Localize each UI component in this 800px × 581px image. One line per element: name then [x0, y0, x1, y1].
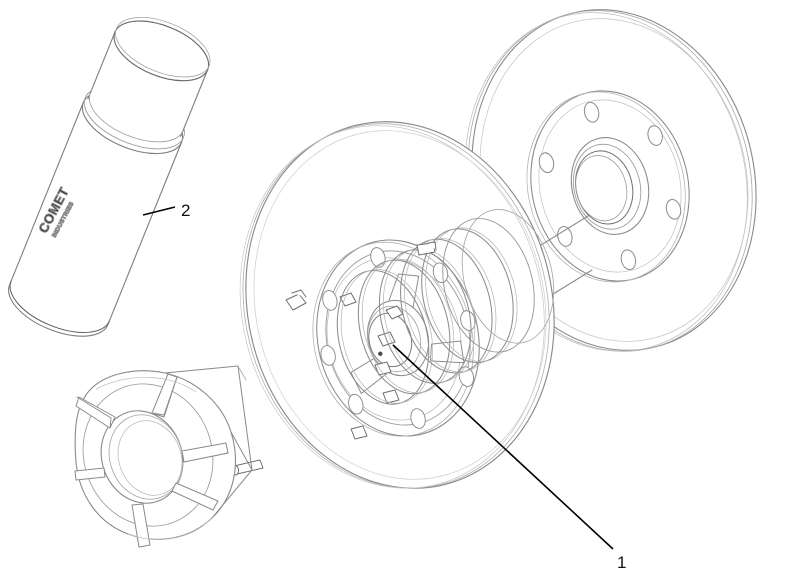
callout-1[interactable]: 1 — [392, 344, 626, 572]
spring-retainer-tabs — [339, 292, 404, 440]
moveable-sheave — [74, 365, 253, 548]
callout-2-leader-line — [142, 206, 176, 216]
callout-2-label: 2 — [181, 201, 190, 220]
clutch-spring — [230, 209, 555, 476]
callout-1-leader-line — [392, 344, 614, 550]
callout-1-label: 1 — [617, 553, 626, 572]
technical-linework: COMET INDUSTRIES — [8, 9, 757, 548]
bolt-holes — [538, 101, 682, 271]
callout-2[interactable]: 2 — [142, 201, 190, 220]
hub-hardware — [285, 241, 437, 311]
sheave-fins — [74, 373, 229, 548]
lubricant-can: COMET INDUSTRIES — [8, 16, 211, 337]
callouts-layer: 1 2 — [142, 201, 626, 572]
